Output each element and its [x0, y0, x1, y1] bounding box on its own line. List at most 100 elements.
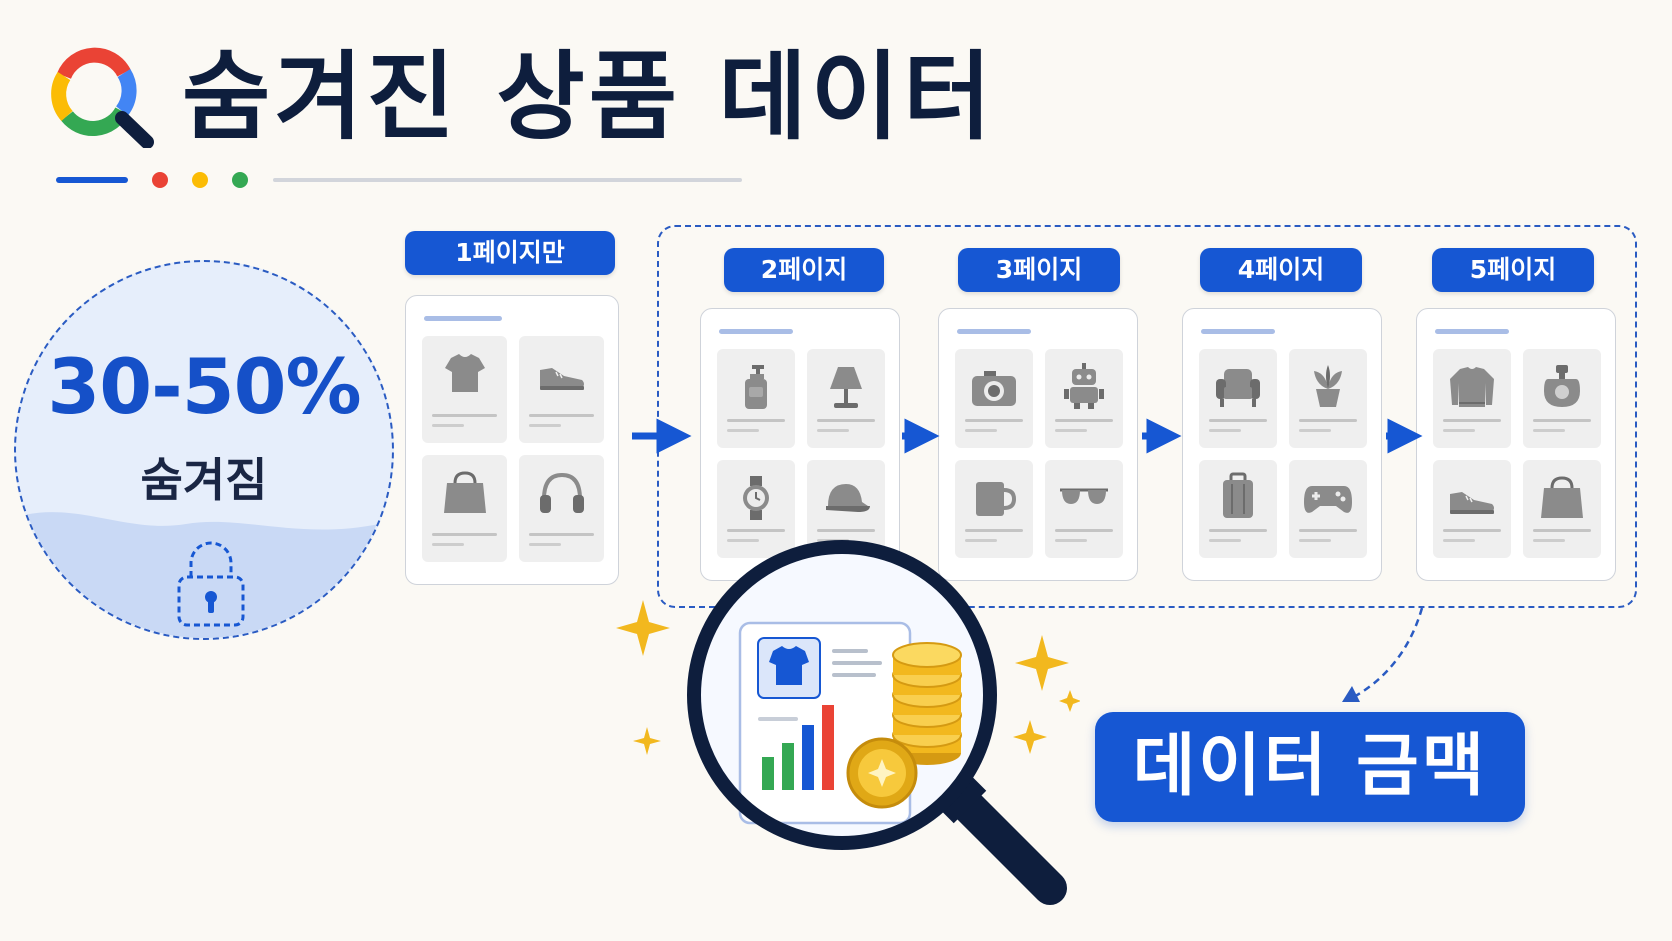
tile-line	[1299, 428, 1331, 432]
tile-line	[529, 424, 561, 427]
tshirt-icon	[769, 646, 809, 685]
product-tile	[717, 459, 795, 558]
tile-line	[1443, 539, 1475, 542]
product-tile	[717, 349, 795, 448]
page-2-label: 2페이지	[724, 248, 884, 292]
bar-chart-icon	[762, 705, 834, 790]
dashed-arrow-head	[1342, 686, 1360, 702]
page-2-card	[700, 308, 900, 581]
product-tile	[422, 455, 507, 562]
handbag-icon	[1541, 475, 1583, 518]
tile-line	[727, 418, 785, 422]
tile-line	[1209, 529, 1267, 532]
tile-line	[727, 539, 759, 542]
sneaker-icon	[1450, 491, 1494, 514]
hidden-pages-group	[657, 225, 1637, 608]
card-header-bar	[424, 316, 502, 321]
product-tile	[1433, 459, 1511, 558]
coin-icon	[846, 737, 918, 809]
tile-line	[1055, 529, 1113, 532]
cap-icon	[826, 483, 870, 512]
page-4-card	[1182, 308, 1382, 581]
tile-line	[529, 414, 594, 417]
lock-icon	[177, 541, 245, 627]
tile-line	[817, 428, 849, 432]
page-3-card	[938, 308, 1138, 581]
hidden-percentage-circle: 30-50% 숨겨짐	[14, 260, 394, 640]
lamp-icon	[830, 367, 862, 408]
page-title: 숨겨진 상품 데이터	[182, 41, 996, 153]
tile-line	[1055, 418, 1113, 422]
product-tile	[1523, 349, 1601, 448]
product-tile	[1289, 349, 1367, 448]
tile-line	[1209, 539, 1241, 542]
tile-line	[965, 428, 997, 432]
tile-line	[1055, 539, 1087, 542]
dashed-arrow-to-goldmine	[1351, 607, 1424, 700]
title-divider	[56, 172, 742, 188]
tile-line	[1533, 428, 1565, 432]
product-tile	[519, 455, 604, 562]
tile-line	[1533, 539, 1565, 542]
product-tile	[1045, 459, 1123, 558]
wave-decoration	[16, 512, 392, 638]
page-1-card	[405, 295, 619, 585]
pump-bottle-icon	[745, 365, 767, 409]
page-1-label: 1페이지만	[405, 231, 615, 275]
tile-line	[1209, 428, 1241, 432]
product-tile	[955, 349, 1033, 448]
tile-line	[432, 543, 464, 546]
page-4-label: 4페이지	[1200, 248, 1362, 292]
page-3-label: 3페이지	[958, 248, 1120, 292]
suitcase-icon	[1223, 472, 1253, 518]
page-5-label: 5페이지	[1432, 248, 1594, 292]
product-tile	[519, 336, 604, 443]
page-5-card	[1416, 308, 1616, 581]
camera-icon	[972, 371, 1016, 406]
watch-icon	[743, 475, 769, 520]
card-header-bar	[1201, 329, 1275, 334]
tile-line	[432, 424, 464, 427]
card-header-bar	[719, 329, 793, 334]
product-tile	[1199, 459, 1277, 558]
product-tile	[1199, 349, 1277, 448]
product-tile	[955, 459, 1033, 558]
plant-icon	[1314, 365, 1342, 407]
tile-line	[432, 533, 497, 536]
tile-line	[529, 543, 561, 546]
mug-icon	[976, 481, 1017, 516]
product-tile	[1433, 349, 1511, 448]
tile-line	[1299, 529, 1357, 532]
product-tile	[1045, 349, 1123, 448]
magnifier-illustration	[616, 540, 1080, 905]
headphones-icon	[539, 472, 584, 513]
product-tile	[1523, 459, 1601, 558]
tile-line	[1443, 428, 1475, 432]
tile-line	[817, 418, 875, 422]
tshirt-icon	[444, 354, 485, 392]
sneaker-icon	[539, 368, 584, 390]
robot-icon	[1064, 363, 1104, 409]
tile-line	[1443, 529, 1501, 532]
card-header-bar	[957, 329, 1031, 334]
tile-line	[1299, 539, 1331, 542]
product-tile	[1289, 459, 1367, 558]
tile-line	[1209, 418, 1267, 422]
tile-line	[529, 533, 594, 536]
sunglasses-icon	[1060, 488, 1108, 504]
tile-line	[965, 539, 997, 542]
tile-line	[965, 418, 1023, 422]
tile-line	[1533, 529, 1591, 532]
sparkle-icon	[616, 600, 1080, 755]
tile-line	[1055, 428, 1087, 432]
google-search-logo-icon	[51, 47, 154, 148]
tile-line	[727, 529, 785, 532]
tile-line	[1533, 418, 1591, 422]
tile-line	[965, 529, 1023, 532]
tile-line	[1299, 418, 1357, 422]
hidden-percentage-value: 30-50%	[47, 342, 361, 431]
handbag-icon	[443, 471, 486, 513]
gamepad-icon	[1304, 485, 1352, 513]
tile-line	[432, 414, 497, 417]
